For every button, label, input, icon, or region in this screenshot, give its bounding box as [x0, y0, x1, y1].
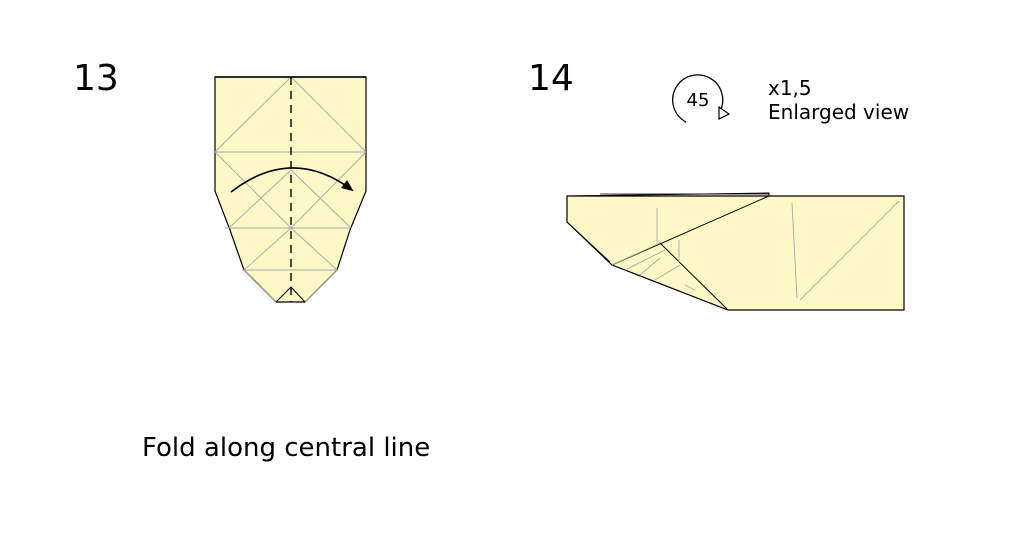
rotate-45-icon: 45 [672, 74, 731, 123]
step-13-number: 13 [73, 58, 119, 99]
step-14-creases [611, 200, 900, 301]
step-14-paper [566, 195, 905, 311]
curved-fold-arrow-icon [230, 167, 354, 193]
step-14-model [566, 192, 905, 311]
step-13-model [214, 76, 367, 303]
rotation-degrees-label: 45 [687, 90, 710, 111]
enlarged-view-label: Enlarged view [768, 100, 910, 124]
step-13-instruction: Fold along central line [142, 433, 431, 463]
zoom-factor-label: x1,5 [768, 76, 812, 100]
step-14-top-layers [566, 192, 770, 197]
step-14-number: 14 [528, 58, 574, 99]
